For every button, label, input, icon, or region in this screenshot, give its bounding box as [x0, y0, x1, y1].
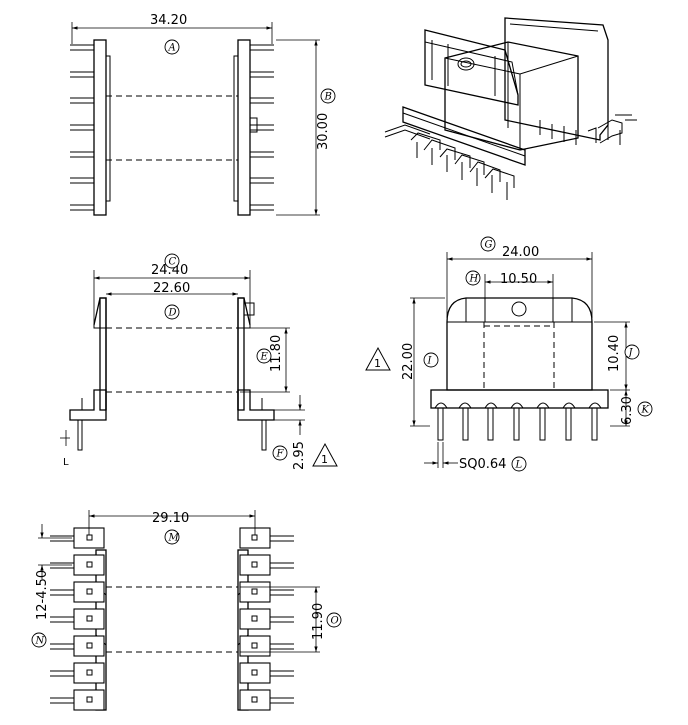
- dim-H-value: 10.50: [500, 272, 537, 287]
- dim-F-label: F: [276, 449, 285, 460]
- svg-text:1: 1: [374, 357, 381, 370]
- dim-B-label: B: [324, 92, 332, 103]
- iso-back-flange: [504, 17, 609, 141]
- top-view-right-flange: [237, 39, 251, 216]
- front-view-left-flange: [99, 297, 107, 411]
- dim-J-label: J: [627, 348, 634, 359]
- side-view-pins: [434, 402, 602, 441]
- top-view: 34.20 A 30.00 B: [70, 13, 336, 216]
- dim-C-value: 24.40: [151, 263, 188, 278]
- dim-G-value: 24.00: [502, 245, 539, 260]
- dim-O-label: O: [331, 616, 339, 627]
- dim-J-value: 10.40: [607, 335, 622, 372]
- iso-front-pins: [384, 124, 515, 200]
- dim-A-value: 34.20: [150, 13, 187, 28]
- iso-key-boss: [457, 57, 475, 71]
- triangle-note-1: [312, 442, 338, 467]
- dim-M-value: 29.10: [152, 511, 189, 526]
- dim-F-value: 2.95: [292, 441, 307, 470]
- dim-M-label: M: [168, 533, 180, 544]
- side-view: 24.00 G 10.50 H 22.00 I 1 10.40 J 6.30 K: [365, 236, 653, 472]
- bottom-view-left-pins: [50, 527, 105, 711]
- front-view-right-flange: [237, 297, 245, 411]
- dim-I-label: I: [427, 356, 433, 367]
- top-view-right-pins: [250, 44, 274, 211]
- top-view-left-pins: [70, 44, 94, 211]
- isometric-view: [384, 17, 637, 200]
- side-view-base: [430, 389, 609, 409]
- bottom-view-right-pins: [239, 527, 294, 711]
- dim-K-label: K: [641, 405, 650, 416]
- dim-K-value: 6.30: [620, 396, 635, 425]
- dim-B-value: 30.00: [316, 113, 331, 150]
- iso-base-rail: [402, 106, 526, 166]
- dim-L-mark: L: [63, 457, 69, 468]
- dim-I-value: 22.00: [401, 343, 416, 380]
- iso-back-pins: [539, 114, 637, 145]
- dim-N-label: N: [35, 636, 46, 647]
- svg-text:1: 1: [321, 453, 328, 466]
- dim-E-label: E: [260, 352, 269, 363]
- side-view-body: [446, 297, 593, 391]
- dim-E-value: 11.80: [269, 335, 284, 372]
- front-view: 24.40 C 22.60 D 11.80 E 2.95 F 1 L: [60, 253, 338, 470]
- triangle-note-1b: [365, 346, 391, 371]
- top-view-left-flange: [93, 39, 107, 216]
- dim-L-label: L: [515, 460, 523, 471]
- dim-L-value: SQ0.64: [459, 457, 506, 472]
- dim-C-label: C: [169, 257, 177, 268]
- dim-D-value: 22.60: [153, 281, 190, 296]
- dim-D-label: D: [168, 308, 177, 319]
- iso-front-flange: [424, 29, 519, 106]
- dim-A-label: A: [168, 43, 176, 54]
- front-view-left-pin: [77, 419, 83, 451]
- dim-N-value: 12-4.50: [35, 570, 50, 620]
- front-view-left-base: [69, 389, 107, 421]
- dim-O-value: 11.90: [311, 603, 326, 640]
- side-view-key-hole: [511, 301, 527, 317]
- dim-H-label: H: [469, 274, 479, 285]
- front-view-right-pin: [261, 419, 267, 451]
- bottom-view: 29.10 M 12-4.50 N 11.90 O: [31, 510, 342, 711]
- dim-G-label: G: [485, 240, 493, 251]
